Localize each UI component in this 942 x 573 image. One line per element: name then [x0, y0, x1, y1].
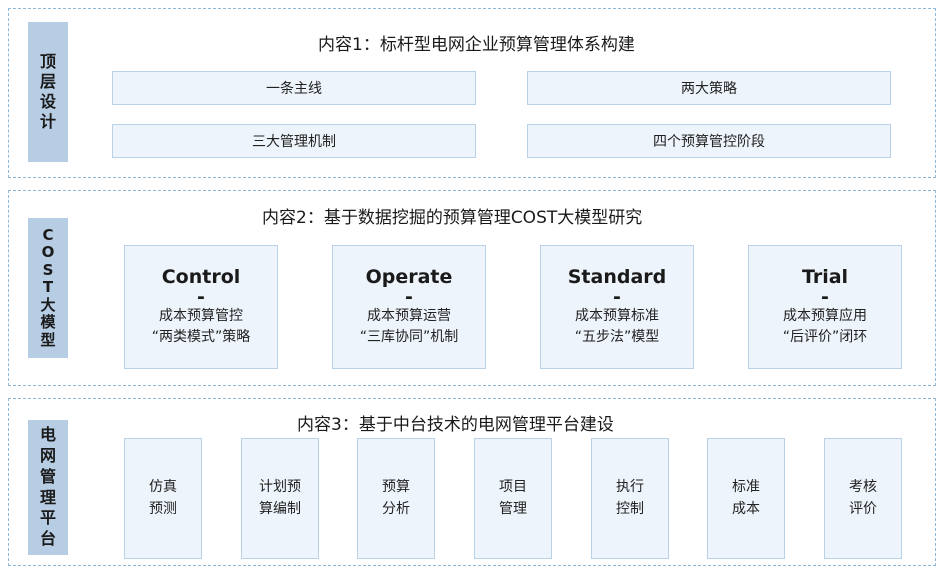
card-operate-dash: - — [405, 286, 413, 309]
side-label-grid-platform: 电 网 管 理 平 台 — [28, 420, 68, 555]
module-execution-control: 执行 控制 — [591, 438, 669, 559]
card-control: Control - 成本预算管控 “两类模式”策略 — [124, 245, 278, 369]
card-operate: Operate - 成本预算运营 “三库协同”机制 — [332, 245, 486, 369]
card-operate-line2: “三库协同”机制 — [359, 329, 459, 346]
card-trial-dash: - — [821, 286, 829, 309]
item-main-line: 一条主线 — [112, 71, 476, 105]
card-operate-line1: 成本预算运营 — [367, 308, 451, 325]
item-three-mechanisms: 三大管理机制 — [112, 124, 476, 158]
module-plan-budget: 计划预 算编制 — [241, 438, 319, 559]
side-label-top-design: 顶 层 设 计 — [28, 22, 68, 162]
card-standard-line2: “五步法”模型 — [574, 329, 660, 346]
item-four-stages: 四个预算管控阶段 — [527, 124, 891, 158]
side-label-cost-model: C O S T 大 模 型 — [28, 218, 68, 358]
card-control-en: Control — [161, 265, 241, 288]
section1-title: 内容1：标杆型电网企业预算管理体系构建 — [318, 35, 635, 55]
card-standard-en: Standard — [567, 265, 667, 288]
card-control-dash: - — [197, 286, 205, 309]
item-two-strategies: 两大策略 — [527, 71, 891, 105]
module-standard-cost: 标准 成本 — [707, 438, 785, 559]
module-project-management: 项目 管理 — [474, 438, 552, 559]
card-trial-line1: 成本预算应用 — [783, 308, 867, 325]
section3-title: 内容3：基于中台技术的电网管理平台建设 — [297, 415, 614, 435]
card-control-line1: 成本预算管控 — [159, 308, 243, 325]
card-trial-line2: “后评价”闭环 — [782, 329, 868, 346]
card-standard-dash: - — [613, 286, 621, 309]
module-assessment-evaluation: 考核 评价 — [824, 438, 902, 559]
section2-title: 内容2：基于数据挖掘的预算管理COST大模型研究 — [262, 208, 643, 228]
card-trial: Trial - 成本预算应用 “后评价”闭环 — [748, 245, 902, 369]
card-control-line2: “两类模式”策略 — [151, 329, 251, 346]
module-budget-analysis: 预算 分析 — [357, 438, 435, 559]
card-standard: Standard - 成本预算标准 “五步法”模型 — [540, 245, 694, 369]
module-simulation-forecast: 仿真 预测 — [124, 438, 202, 559]
card-standard-line1: 成本预算标准 — [575, 308, 659, 325]
card-operate-en: Operate — [365, 265, 453, 288]
card-trial-en: Trial — [801, 265, 849, 288]
